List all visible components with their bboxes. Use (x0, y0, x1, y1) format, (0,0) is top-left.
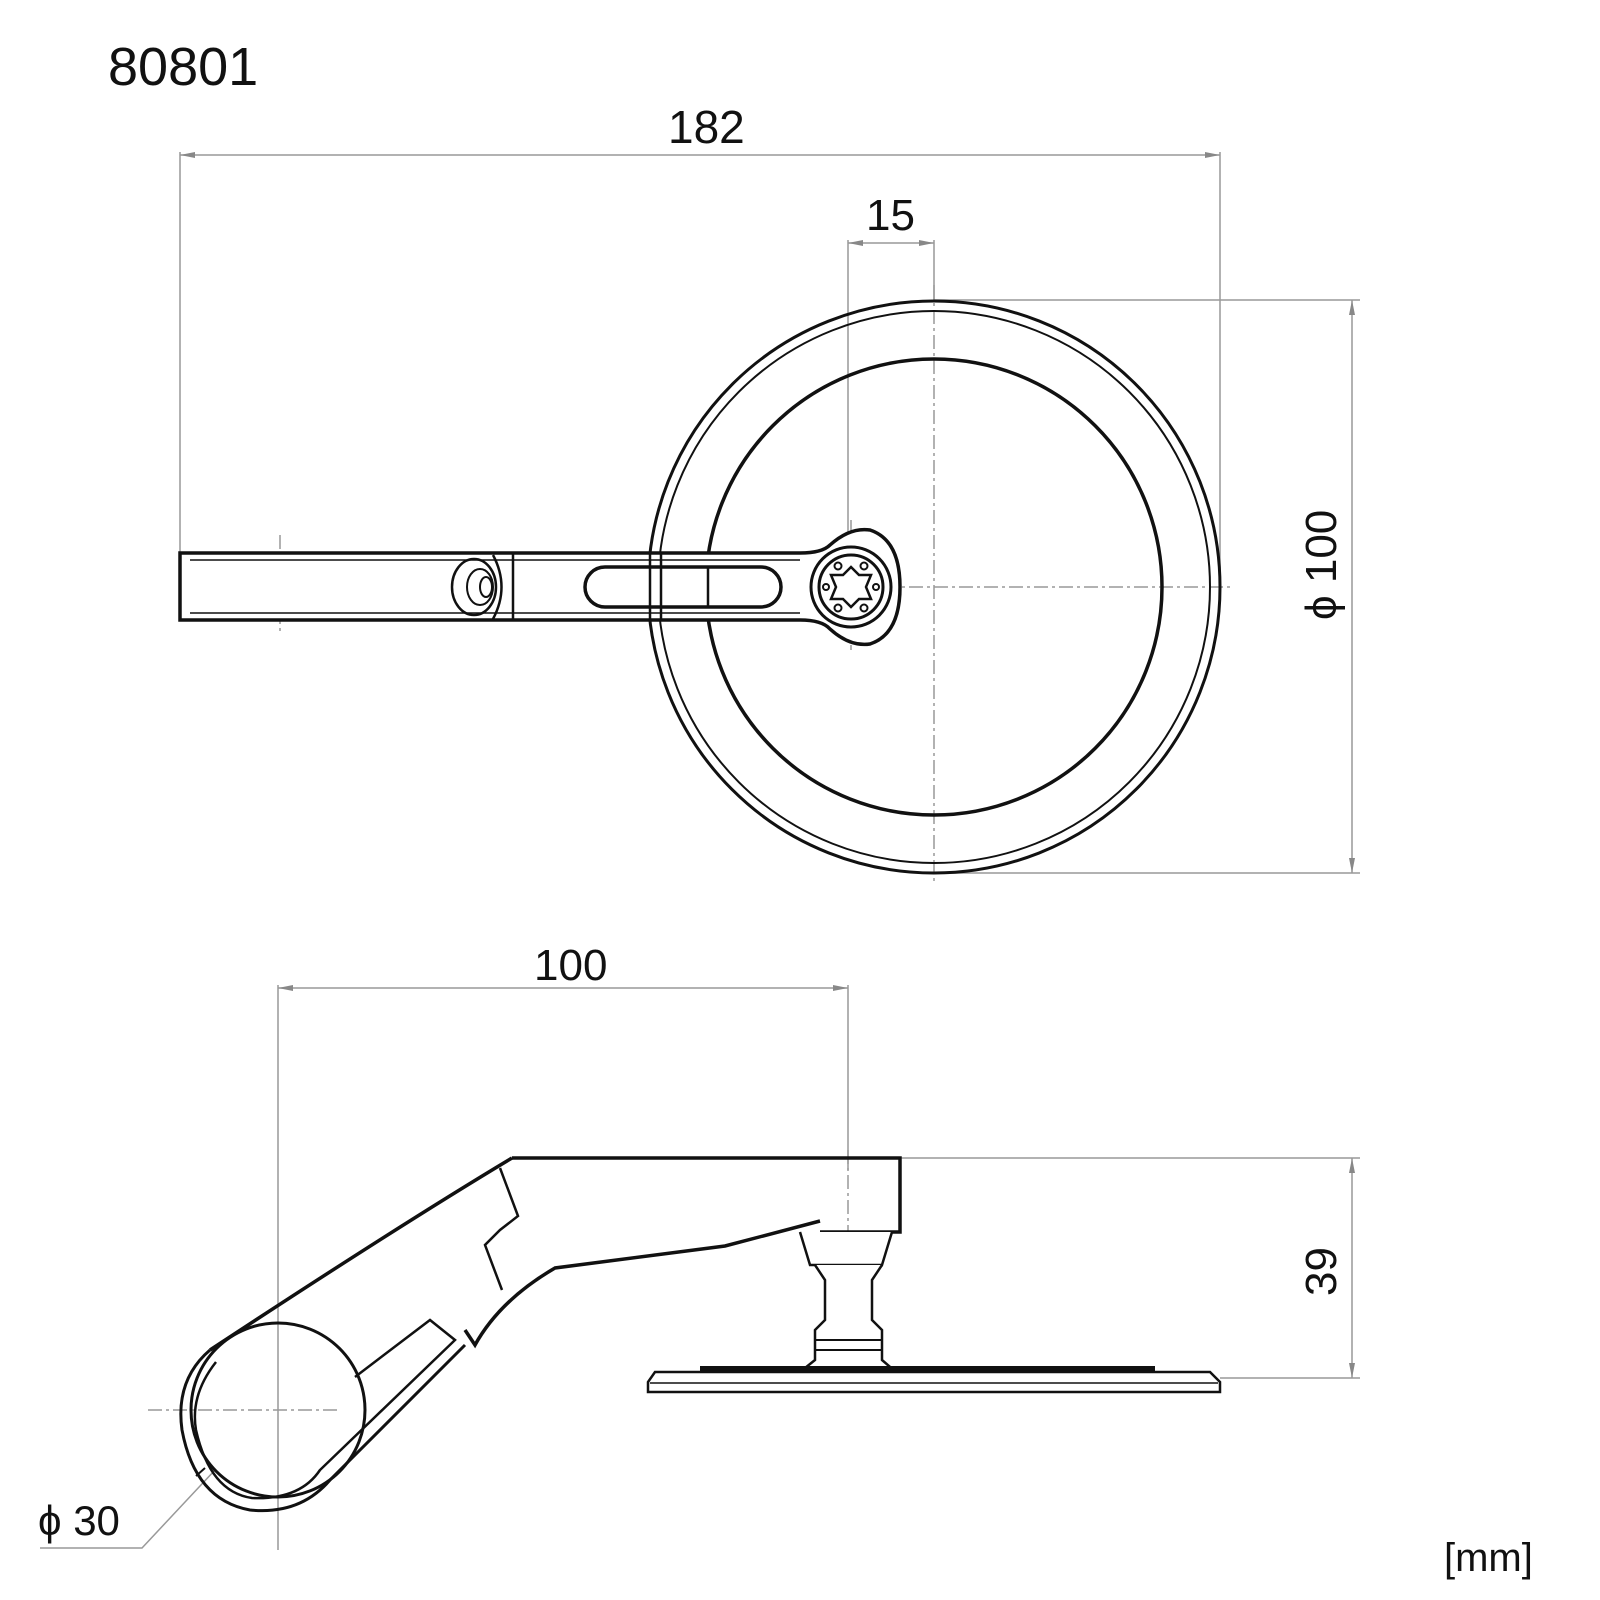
dimension-mount-offset: 15 (866, 191, 915, 240)
dimension-clamp-to-mount: 100 (534, 941, 608, 990)
mirror-arm-front (178, 527, 902, 647)
part-number: 80801 (108, 37, 259, 97)
dimension-mirror-diameter: ϕ 100 (1297, 509, 1346, 620)
dimension-height: 39 (1297, 1247, 1346, 1296)
front-dimension-lines (179, 152, 1360, 874)
mirror-side (179, 1156, 1222, 1513)
dimension-overall-width: 182 (668, 101, 745, 153)
mirror-ring-overlap (648, 553, 710, 620)
units-label: [mm] (1444, 1536, 1533, 1580)
dimension-clamp-diameter: ϕ 30 (38, 1497, 120, 1544)
side-dimension-lines (40, 985, 1360, 1550)
